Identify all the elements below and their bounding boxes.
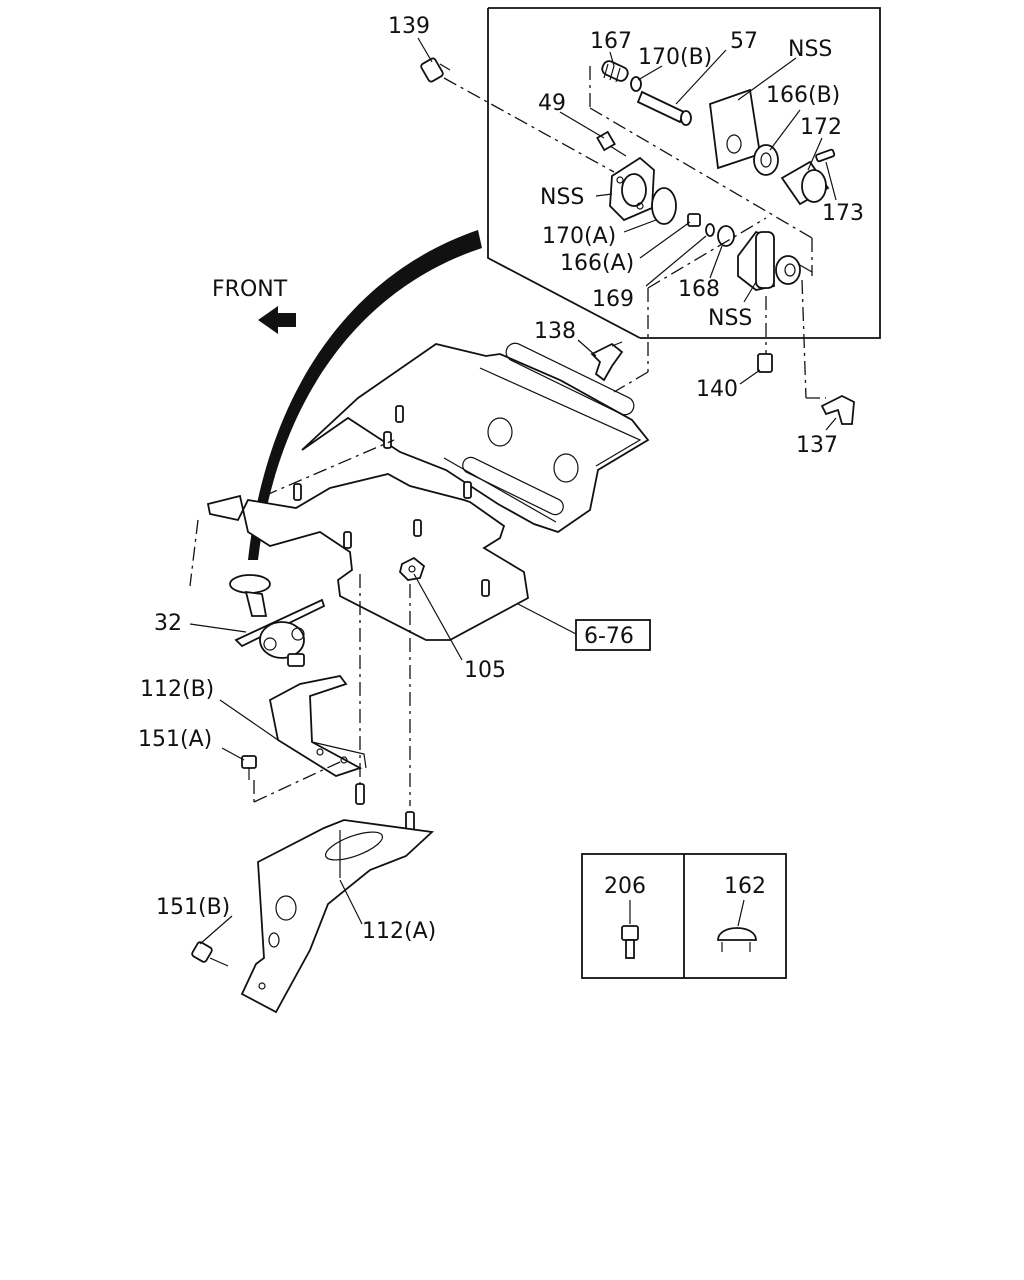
label-168: 168 — [678, 277, 720, 302]
stud — [463, 481, 472, 499]
part-151a-bolt — [241, 755, 257, 780]
part-166a-nut — [687, 213, 701, 227]
part-49-bolt — [596, 130, 627, 157]
label-nss-top: NSS — [788, 37, 832, 62]
part-105-nut — [399, 556, 426, 581]
part-170b-oring — [630, 76, 642, 92]
part-173-pin — [815, 148, 836, 163]
part-172-sleeve — [780, 160, 830, 206]
part-138-elbow — [590, 341, 624, 382]
part-162-cap — [717, 927, 757, 952]
label-140: 140 — [696, 377, 738, 402]
front-arrow-icon — [258, 306, 296, 334]
stud — [383, 431, 392, 449]
part-139-fitting — [420, 57, 451, 83]
part-168-washer — [717, 225, 735, 247]
stud — [395, 405, 404, 423]
stud — [355, 783, 365, 805]
front-label: FRONT — [212, 277, 288, 302]
label-166b: 166(B) — [766, 83, 840, 108]
label-172: 172 — [800, 115, 842, 140]
label-57: 57 — [730, 29, 758, 54]
part-140-fitting — [757, 353, 773, 373]
part-nss-plate — [709, 88, 762, 170]
leader-lines — [189, 37, 837, 945]
upper-bracket-plate — [301, 342, 650, 533]
part-167-spring — [601, 60, 629, 83]
label-151a: 151(A) — [138, 727, 212, 752]
part-151b-bolt — [191, 941, 229, 967]
part-nss-flange — [609, 156, 655, 222]
part-206-bolt — [621, 925, 639, 959]
base-plate — [206, 473, 529, 641]
detail-callout-band — [248, 230, 482, 560]
label-162: 162 — [724, 874, 766, 899]
label-151b: 151(B) — [156, 895, 230, 920]
part-137-elbow — [820, 394, 855, 425]
part-112a-bracket — [240, 819, 435, 1014]
part-169-washer — [705, 223, 715, 237]
label-nss-left: NSS — [540, 185, 584, 210]
label-112a: 112(A) — [362, 919, 436, 944]
part-170a-oring — [651, 187, 677, 225]
label-206: 206 — [604, 874, 646, 899]
part-32-valve — [229, 574, 326, 667]
part-166b-washer — [753, 144, 779, 176]
label-167: 167 — [590, 29, 632, 54]
label-49: 49 — [538, 91, 566, 116]
stud — [343, 531, 352, 549]
reference-box — [575, 619, 651, 651]
part-112b-bracket — [268, 675, 367, 777]
part-57-plunger — [636, 90, 692, 126]
label-105: 105 — [464, 658, 506, 683]
label-137: 137 — [796, 433, 838, 458]
label-32: 32 — [154, 611, 182, 636]
label-169: 169 — [592, 287, 634, 312]
stud — [413, 519, 422, 537]
label-166a: 166(A) — [560, 251, 634, 276]
label-112b: 112(B) — [140, 677, 214, 702]
part-nss-valve-body — [737, 230, 813, 291]
label-138: 138 — [534, 319, 576, 344]
label-nss-bottom: NSS — [708, 306, 752, 331]
detail-inset-frame — [487, 7, 881, 339]
label-139: 139 — [388, 14, 430, 39]
stud — [481, 579, 490, 597]
label-170b: 170(B) — [638, 45, 712, 70]
label-170a: 170(A) — [542, 224, 616, 249]
stud — [293, 483, 302, 501]
reference-box-label: 6-76 — [584, 624, 634, 649]
label-173: 173 — [822, 201, 864, 226]
